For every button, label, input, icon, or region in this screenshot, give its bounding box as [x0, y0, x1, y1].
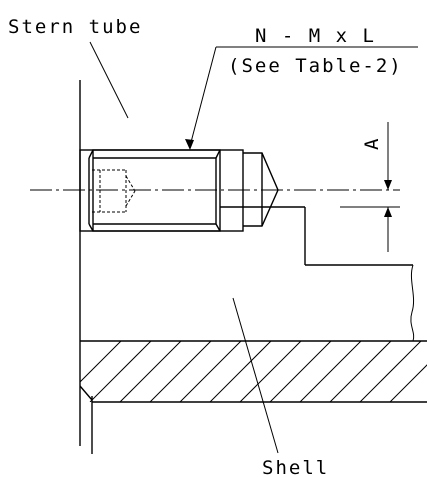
dimension-a: [220, 122, 400, 252]
designation-leader: [185, 46, 217, 150]
shell-leader: [232, 297, 279, 454]
table-reference-label: (See Table-2): [228, 55, 403, 77]
designation-label: N - M x L: [255, 25, 376, 47]
shell-label: Shell: [262, 457, 329, 477]
hex-socket-hidden: [92, 169, 136, 213]
hatched-section: [80, 340, 427, 403]
stern-tube-label: Stern tube: [8, 16, 142, 38]
shell-outline: [304, 207, 415, 342]
dimension-a-label: A: [361, 137, 383, 150]
stern-tube-leader: [89, 41, 129, 119]
stern-tube-wall: [79, 80, 93, 454]
